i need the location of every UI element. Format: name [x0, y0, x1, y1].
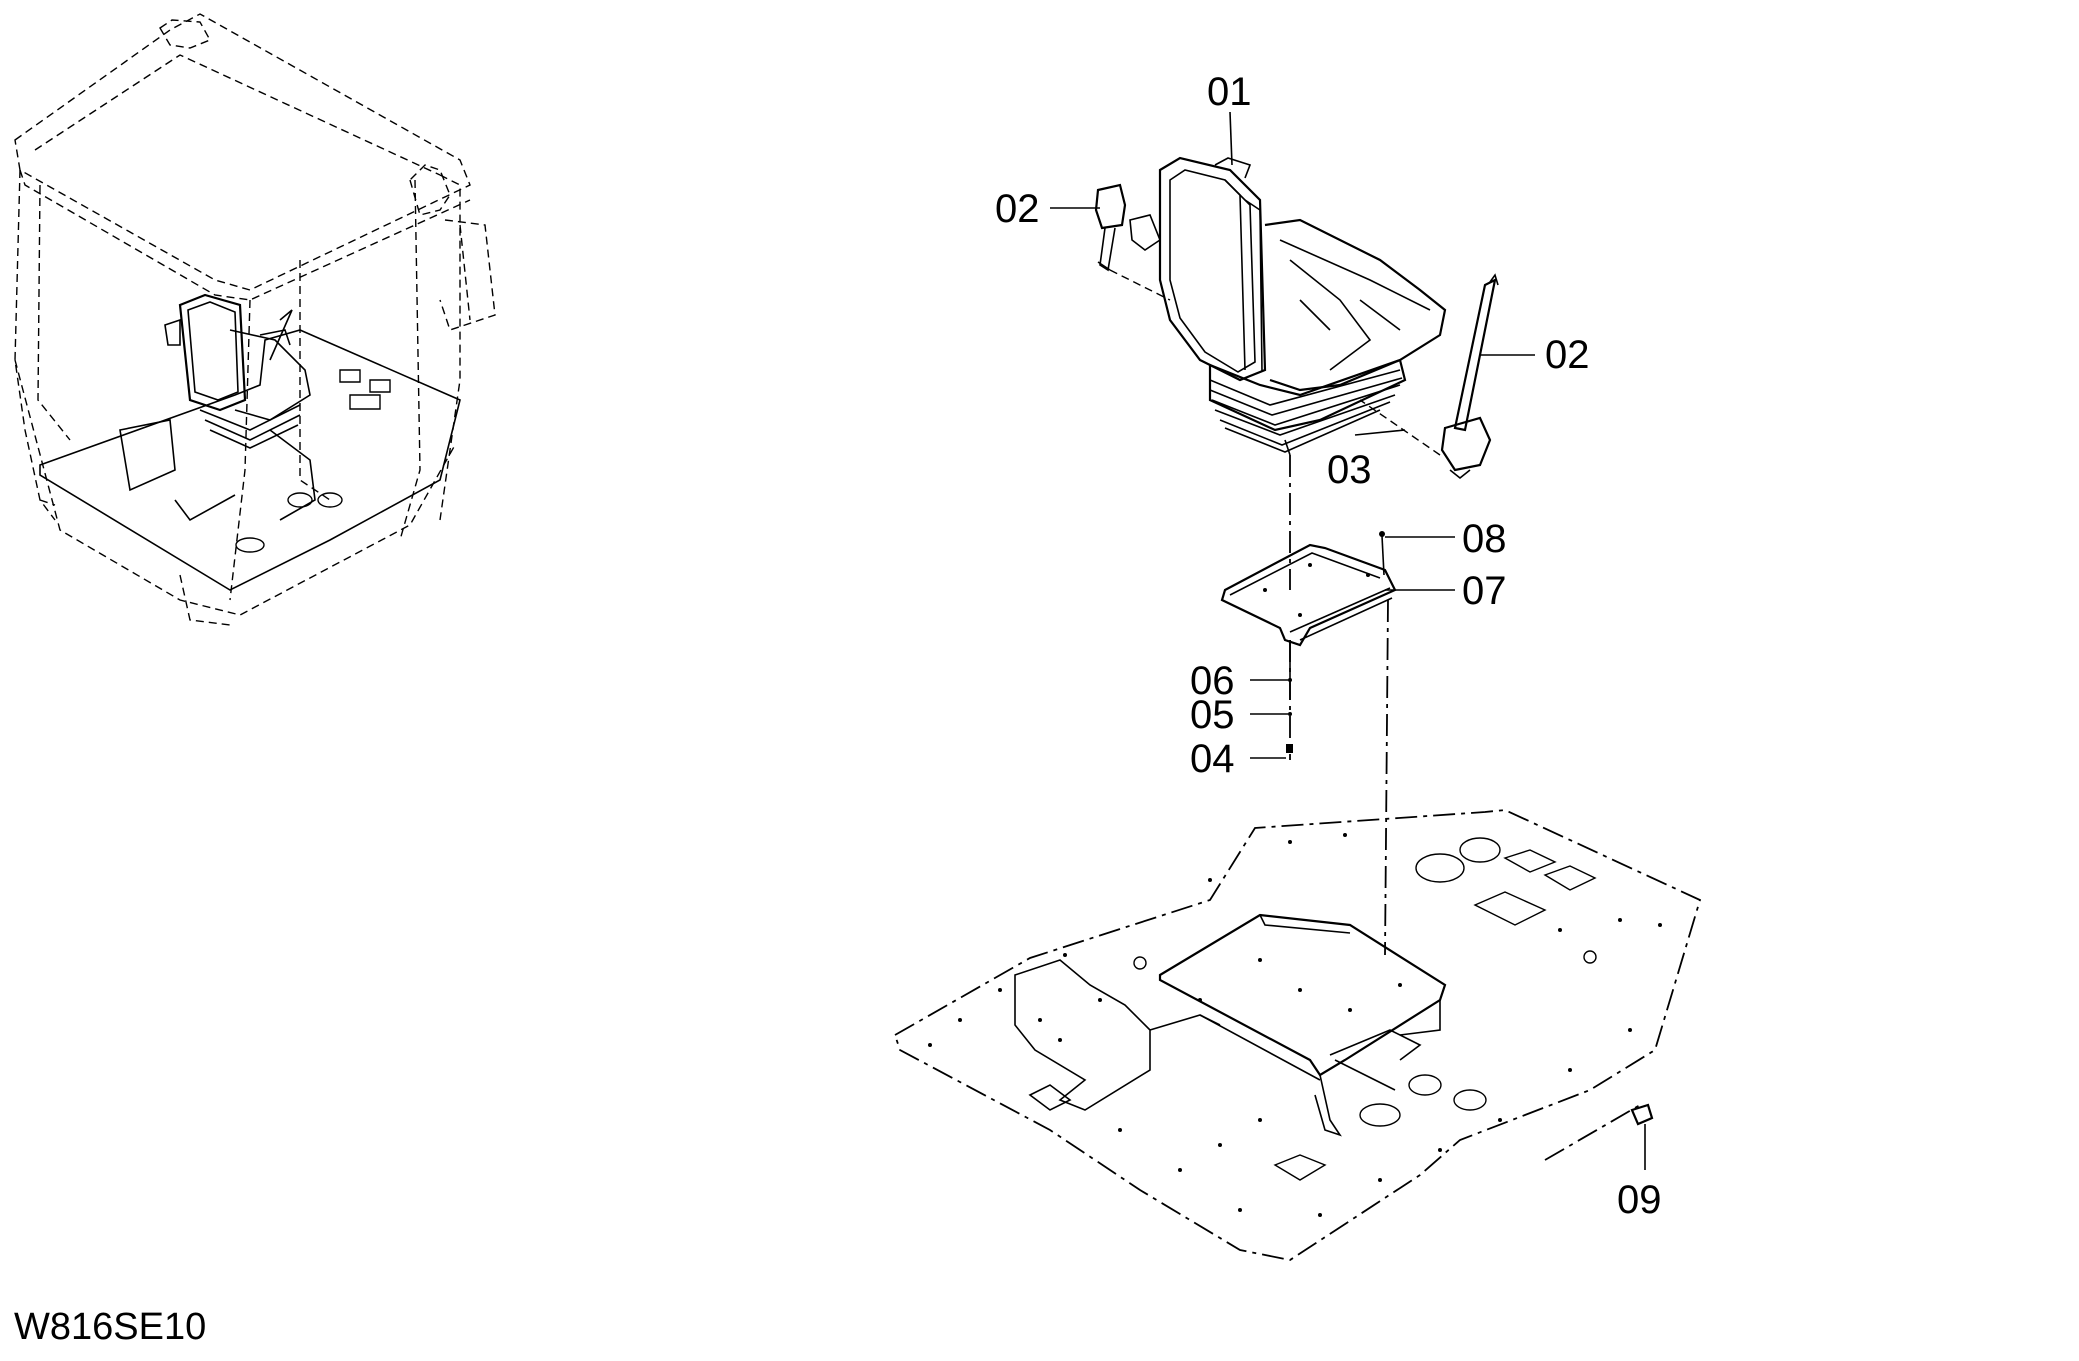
floor-grommet	[1630, 1103, 1654, 1170]
operator-seat	[1129, 156, 1447, 456]
cab-floor-plate	[893, 809, 1702, 1261]
seat-belt-buckle	[1094, 183, 1171, 301]
callout-07: 07	[1462, 569, 1507, 613]
seat-mounting-plate	[1220, 531, 1397, 647]
callout-03: 03	[1327, 448, 1372, 492]
callout-08: 08	[1462, 517, 1507, 561]
drawing-id: W816SE10	[14, 1306, 207, 1348]
cab-overview	[14, 13, 496, 626]
callout-02-retractor: 02	[1545, 333, 1590, 377]
callout-09: 09	[1617, 1178, 1662, 1222]
callout-01: 01	[1207, 70, 1252, 114]
assembly-center-lines	[1289, 455, 1641, 1161]
callout-04: 04	[1190, 737, 1235, 781]
callout-02-buckle: 02	[995, 187, 1040, 231]
callout-06: 06	[1190, 659, 1235, 703]
seat-belt-retractor	[1359, 273, 1499, 480]
callout-05: 05	[1190, 693, 1235, 737]
callout-leaders	[1050, 111, 1535, 759]
